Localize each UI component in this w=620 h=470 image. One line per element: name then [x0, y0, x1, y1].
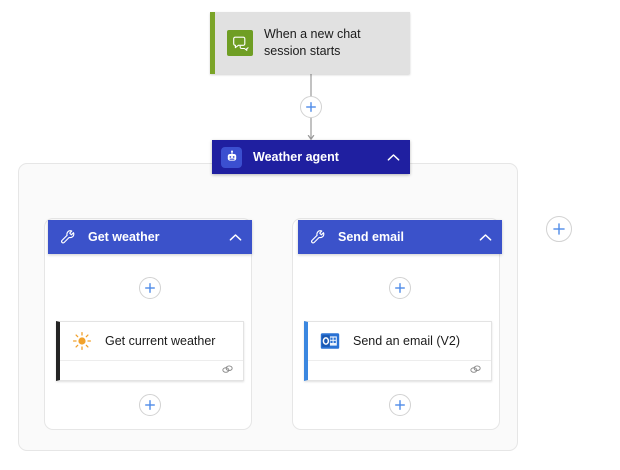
tool-label-send-email: Send email: [338, 230, 404, 244]
tool-label-get-weather: Get weather: [88, 230, 160, 244]
action-card-footer: [60, 361, 243, 380]
outlook-icon: [319, 330, 341, 352]
link-connection-icon[interactable]: [221, 362, 234, 380]
teams-chat-icon: [227, 30, 253, 56]
action-card-body: Get current weather: [60, 322, 243, 361]
action-card-footer: [308, 361, 491, 380]
add-step-in-send-email-button[interactable]: [389, 277, 411, 299]
agent-label: Weather agent: [253, 150, 339, 164]
tool-header-get-weather[interactable]: Get weather: [48, 220, 252, 254]
add-step-after-send-an-email-button[interactable]: [389, 394, 411, 416]
agent-node-weather-agent[interactable]: Weather agent: [212, 140, 410, 174]
wrench-icon: [310, 229, 326, 245]
wrench-icon: [60, 229, 76, 245]
add-step-after-get-current-weather-button[interactable]: [139, 394, 161, 416]
robot-icon: [221, 146, 242, 168]
add-tool-to-agent-button[interactable]: [546, 216, 572, 242]
trigger-node[interactable]: When a new chat session starts: [210, 12, 410, 74]
action-title-send-an-email: Send an email (V2): [353, 334, 461, 348]
add-step-in-get-weather-button[interactable]: [139, 277, 161, 299]
action-card-body: Send an email (V2): [308, 322, 491, 361]
tool-header-send-email[interactable]: Send email: [298, 220, 502, 254]
action-card-send-an-email[interactable]: Send an email (V2): [304, 321, 492, 381]
trigger-title-line2: session starts: [264, 44, 341, 58]
sun-icon: [71, 330, 93, 352]
trigger-title-line1: When a new chat: [264, 27, 361, 41]
trigger-title: When a new chat session starts: [264, 26, 361, 60]
action-card-get-current-weather[interactable]: Get current weather: [56, 321, 244, 381]
add-step-after-trigger-button[interactable]: [300, 96, 322, 118]
chevron-up-icon[interactable]: [478, 230, 492, 244]
action-title-get-current-weather: Get current weather: [105, 334, 216, 348]
link-connection-icon[interactable]: [469, 362, 482, 380]
chevron-up-icon[interactable]: [228, 230, 242, 244]
chevron-up-icon[interactable]: [386, 150, 400, 164]
